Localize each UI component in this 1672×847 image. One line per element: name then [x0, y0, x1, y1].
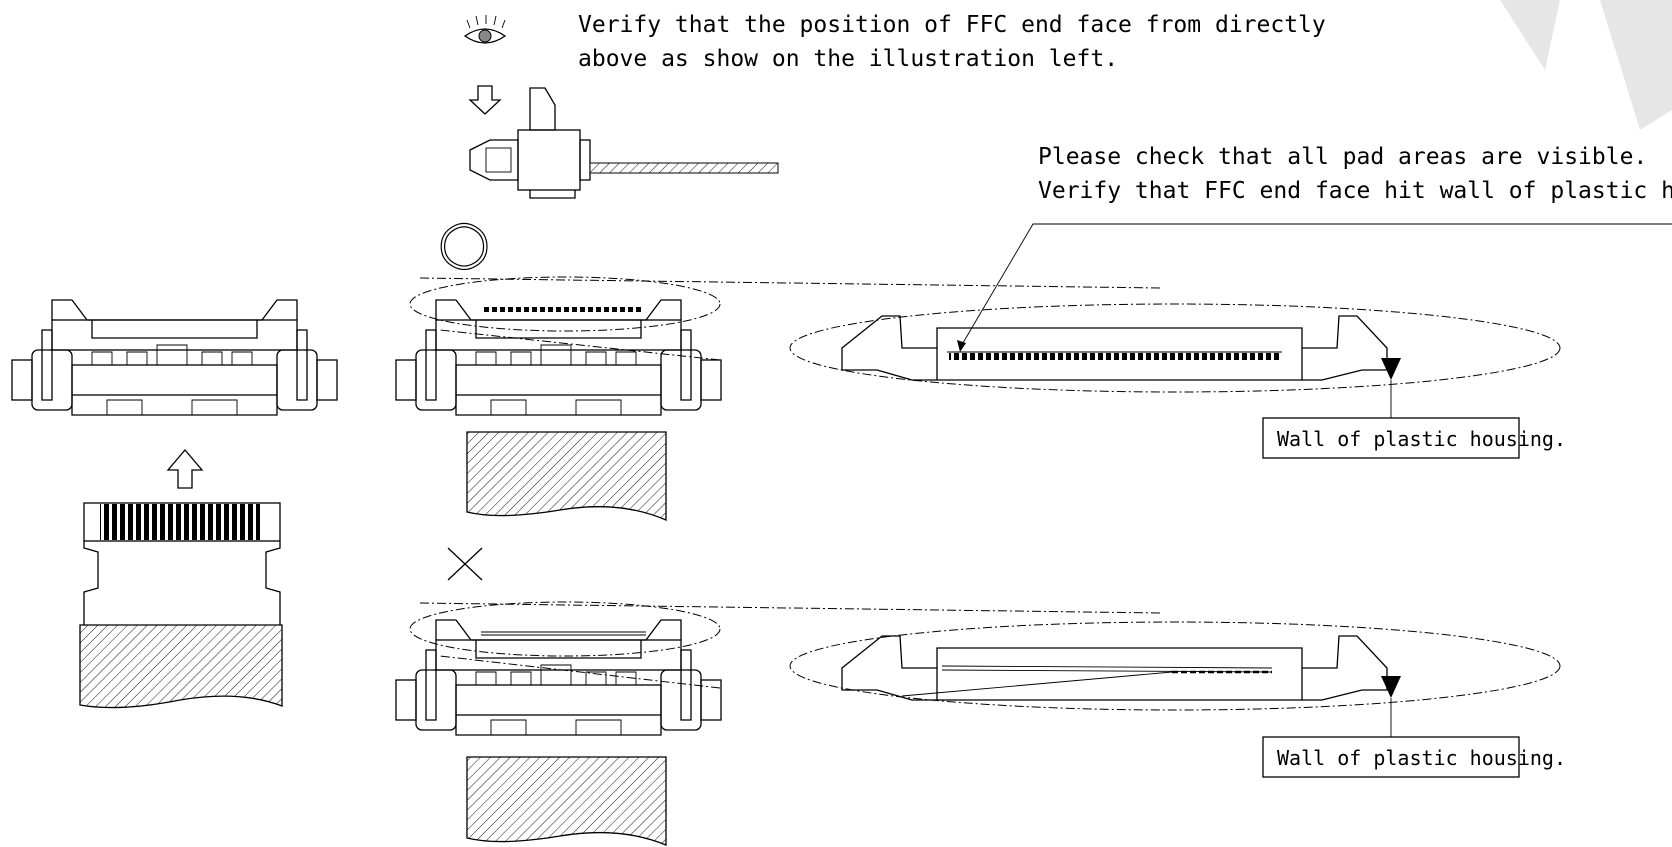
instruction-line-1: Verify that the position of FFC end face…: [578, 12, 1326, 38]
watermark-shape-right: [1600, 0, 1672, 130]
bad-mark: [447, 547, 483, 581]
bad-connector: [395, 619, 722, 736]
callout-leader-line: [959, 223, 1672, 349]
ffc-cable: [79, 502, 283, 709]
eye-icon: [463, 15, 507, 44]
good-connector: [395, 299, 722, 416]
watermark-shape: [1500, 0, 1560, 70]
bad-zoom-housing: [841, 635, 1388, 701]
good-mark: ○: [438, 207, 490, 277]
arrow-up-icon: [166, 448, 204, 489]
wall-label-good-box: [1262, 417, 1520, 459]
bad-mark-text: ×: [0, 0, 1, 1]
good-zoom-source-ellipse: [409, 276, 721, 332]
good-zoom-ellipse: [789, 303, 1561, 393]
callout-line-1: Please check that all pad areas are visi…: [1038, 144, 1647, 170]
bad-zoom-ellipse: [789, 621, 1561, 711]
good-ffc-cable: [466, 431, 667, 521]
wall-label-bad: Wall of plastic housing.: [1277, 746, 1566, 770]
side-view-connector: [469, 87, 779, 199]
callout-line-2: Verify that FFC end face hit wall of pla…: [1038, 178, 1672, 204]
left-connector: [11, 299, 338, 416]
bad-zoom-source-ellipse: [409, 601, 721, 657]
instruction-line-2: above as show on the illustration left.: [578, 46, 1118, 72]
good-zoom-housing: [841, 315, 1388, 381]
wall-label-good: Wall of plastic housing.: [1277, 427, 1566, 451]
wall-label-bad-box: [1262, 736, 1520, 778]
arrow-down-icon: [468, 85, 502, 115]
bad-ffc-cable: [466, 756, 667, 846]
